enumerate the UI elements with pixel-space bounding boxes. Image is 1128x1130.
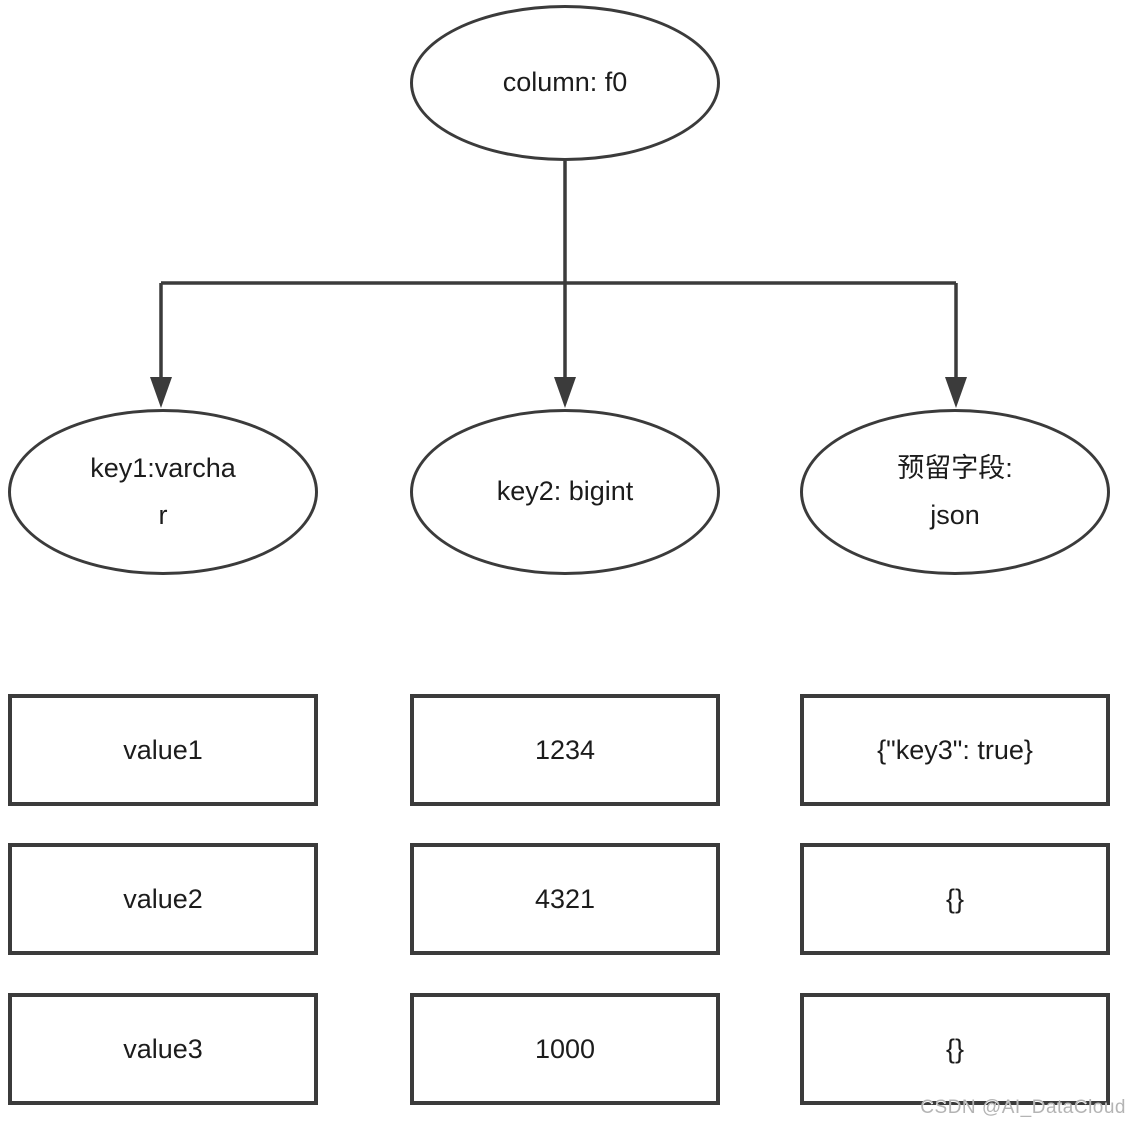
csdn-watermark: CSDN @AI_DataCloud: [920, 1097, 1126, 1118]
node-reserved-field-label: 预留字段: json: [897, 452, 1013, 530]
value-cell-key1-row3: value3: [8, 993, 318, 1105]
arrowhead-icon: [554, 377, 576, 408]
value-cell-key2-row3: 1000: [410, 993, 720, 1105]
node-key1-label: key1:varcha r: [90, 452, 236, 530]
value-cell-label: 4321: [534, 883, 596, 914]
value-cell-label: {}: [945, 883, 965, 914]
node-column-f0: column: f0: [410, 5, 720, 161]
node-reserved-field-json: 预留字段: json: [800, 409, 1110, 575]
arrowhead-icon: [945, 377, 967, 408]
value-cell-label: 1000: [534, 1033, 596, 1064]
node-key2-label: key2: bigint: [496, 476, 634, 507]
node-column-f0-label: column: f0: [502, 67, 628, 98]
value-cell-label: value2: [123, 883, 203, 914]
value-cell-label: value3: [123, 1033, 203, 1064]
value-cell-key1-row2: value2: [8, 843, 318, 955]
arrowhead-icon: [150, 377, 172, 408]
value-cell-key2-row1: 1234: [410, 694, 720, 806]
value-cell-json-row1: {"key3": true}: [800, 694, 1110, 806]
node-key1-varchar: key1:varcha r: [8, 409, 318, 575]
value-cell-key2-row2: 4321: [410, 843, 720, 955]
value-cell-json-row2: {}: [800, 843, 1110, 955]
value-cell-label: value1: [123, 734, 203, 765]
value-cell-json-row3: {}: [800, 993, 1110, 1105]
value-cell-label: {}: [945, 1033, 965, 1064]
value-cell-label: {"key3": true}: [877, 734, 1033, 765]
node-key2-bigint: key2: bigint: [410, 409, 720, 575]
value-cell-key1-row1: value1: [8, 694, 318, 806]
value-cell-label: 1234: [534, 734, 596, 765]
